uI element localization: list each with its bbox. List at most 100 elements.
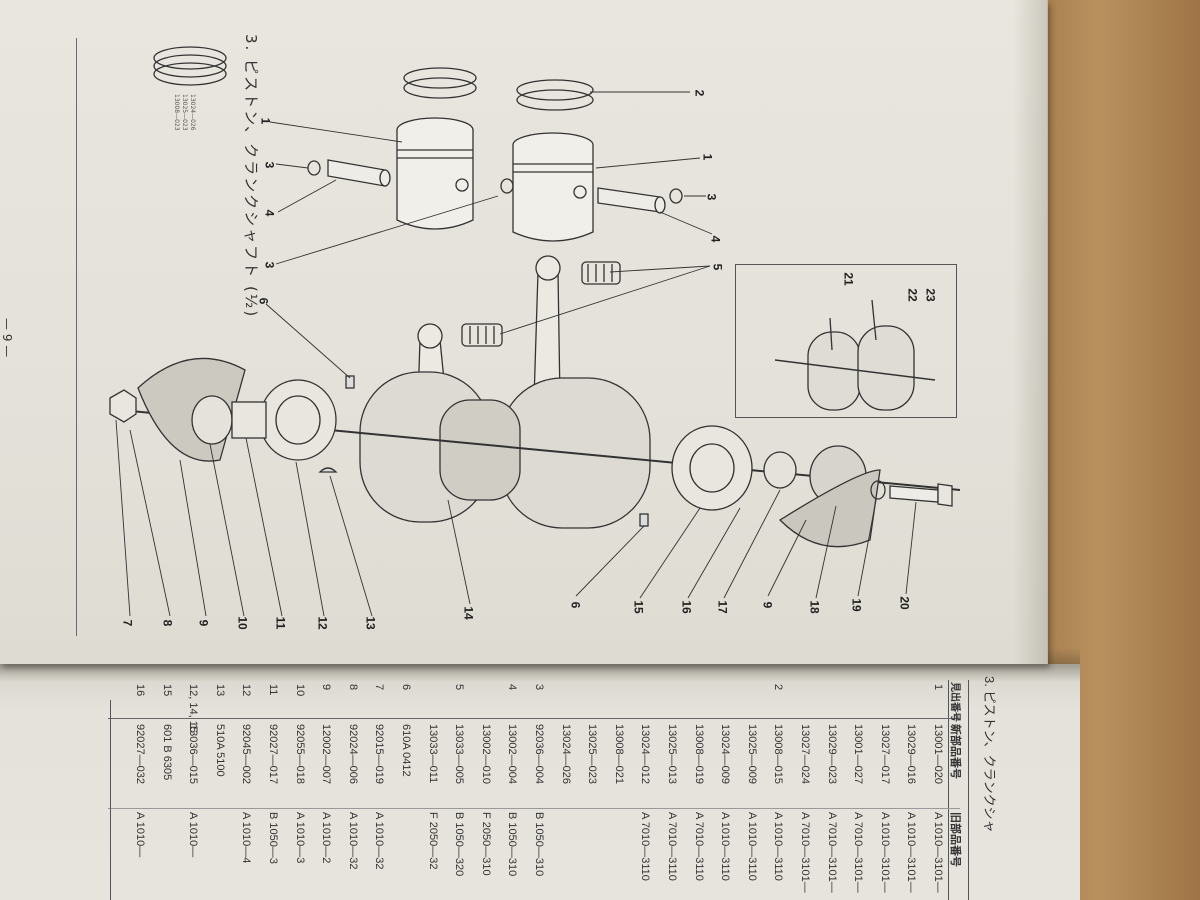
table-cell-old: A 7010—3110 <box>666 812 678 881</box>
table-cell-old: A 1010—32 <box>347 812 359 870</box>
spacer-left <box>231 401 267 439</box>
callout-18: 18 <box>807 600 822 614</box>
table-cell-new: 13025—023 <box>586 724 598 784</box>
callout-12: 12 <box>315 616 330 630</box>
table-cell-new: 13002—010 <box>480 724 492 784</box>
needle-bearing-mid <box>461 323 503 347</box>
table-cell-old: A 7010—3101— <box>799 812 811 893</box>
dowel-pin-top <box>345 375 355 389</box>
table-cell-ref: 16 <box>134 684 146 697</box>
table-cell-new: 13025—009 <box>746 724 758 784</box>
table-cell-old: A 1010—3101— <box>879 812 891 893</box>
table-cell-old: A 7010—3110 <box>639 812 651 881</box>
callout-11: 11 <box>273 616 288 630</box>
table-cell-new: 13001—027 <box>852 724 864 784</box>
table-cell-new: 92055—018 <box>294 724 306 784</box>
table-cell-new: 13008—015 <box>772 724 784 784</box>
table-cell-ref: 13 <box>214 684 226 697</box>
table-cell-old: B 1050—3 <box>267 812 279 864</box>
callout-1-left: 1 <box>258 117 273 125</box>
leader-lines <box>115 91 917 617</box>
table-rule <box>108 808 960 809</box>
bolt-head-right <box>937 483 953 507</box>
table-cell-new: 92027—032 <box>134 724 146 784</box>
table-cell-old: F 2050—32 <box>427 812 439 870</box>
table-cell-ref: 5 <box>453 684 465 691</box>
bolt-right <box>889 485 939 503</box>
table-cell-new: 13036—015 <box>187 724 199 784</box>
callout-19: 19 <box>849 598 864 612</box>
callout-10: 10 <box>235 616 250 630</box>
table-cell-new: 92024—006 <box>347 724 359 784</box>
table-header-new: 新部品番号 <box>949 724 961 779</box>
callout-2: 2 <box>692 89 707 97</box>
callout-6-top: 6 <box>256 297 271 305</box>
table-rule <box>110 700 111 900</box>
piston-ring-set-small <box>153 46 227 86</box>
callout-5: 5 <box>710 263 725 271</box>
small-ring-label-1: 13008—023 <box>173 94 180 131</box>
table-cell-new: 13029—023 <box>826 724 838 784</box>
needle-bearing-top <box>581 261 621 285</box>
table-rule <box>948 680 949 900</box>
small-ring-label-2: 13025—023 <box>181 94 188 131</box>
table-cell-new: 92015—019 <box>373 724 385 784</box>
table-cell-new: 92027—017 <box>267 724 279 784</box>
callout-4-left: 4 <box>262 209 277 217</box>
callout-9-left: 9 <box>196 619 211 627</box>
bottom-page <box>0 664 1080 900</box>
callout-7: 7 <box>120 619 135 627</box>
table-header-old: 旧部品番号 <box>949 812 961 867</box>
piston-rings-left <box>403 67 477 99</box>
table-cell-ref: 12 <box>240 684 252 697</box>
piston-left <box>396 117 474 230</box>
crank-flywheels <box>359 371 651 529</box>
callout-20: 20 <box>897 596 912 610</box>
callout-14: 14 <box>461 606 476 620</box>
table-header-ref: 見出番号 <box>949 682 960 722</box>
callout-17: 17 <box>715 600 730 614</box>
inset-crankshaft-box <box>735 264 957 418</box>
table-cell-ref: 7 <box>373 684 385 691</box>
table-cell-ref: 9 <box>320 684 332 691</box>
table-cell-ref: 4 <box>506 684 518 691</box>
piston-pin-right <box>597 187 666 214</box>
table-cell-new: 13024—026 <box>560 724 572 784</box>
table-cell-old: B 1050—310 <box>533 812 545 877</box>
table-cell-new: 510A 5100 <box>214 724 226 777</box>
callout-4-right: 4 <box>708 235 723 243</box>
table-cell-new: 13002—004 <box>506 724 518 784</box>
callout-3-left: 3 <box>262 161 277 169</box>
callout-6-bottom: 6 <box>568 601 583 609</box>
piston-rings-right <box>516 79 594 111</box>
callout-9-right: 9 <box>760 601 775 609</box>
table-cell-old: A 1010—3101— <box>932 812 944 893</box>
table-cell-new: 13033—011 <box>427 724 439 784</box>
table-cell-old: A 1010—2 <box>320 812 332 864</box>
oil-seal-left <box>191 395 233 445</box>
nut-left <box>109 389 137 423</box>
table-cell-old: A 1010—3110 <box>719 812 731 881</box>
circlip-center <box>500 178 514 194</box>
table-cell-new: 610A 0412 <box>400 724 412 777</box>
small-ring-label-3: 13024—026 <box>189 94 196 131</box>
callout-21: 21 <box>841 272 856 286</box>
table-cell-new: 12002—007 <box>320 724 332 784</box>
table-cell-old: A 1010—4 <box>240 812 252 864</box>
table-cell-new: 13027—024 <box>799 724 811 784</box>
table-rule <box>108 718 960 719</box>
table-cell-old: A 1010—32 <box>373 812 385 870</box>
table-cell-ref: 11 <box>267 684 279 696</box>
table-cell-new: 13027—017 <box>879 724 891 784</box>
circlip-left <box>307 160 321 176</box>
table-cell-old: A 1010— <box>187 812 199 858</box>
callout-13: 13 <box>363 616 378 630</box>
table-rule <box>968 680 969 900</box>
callout-22: 22 <box>905 288 920 302</box>
table-cell-old: A 1010— <box>134 812 146 858</box>
callout-15: 15 <box>631 600 646 614</box>
margin-rule <box>76 38 77 636</box>
table-cell-ref: 1 <box>932 684 944 691</box>
table-cell-old: A 1010—3 <box>294 812 306 864</box>
circlip-right <box>669 188 683 204</box>
